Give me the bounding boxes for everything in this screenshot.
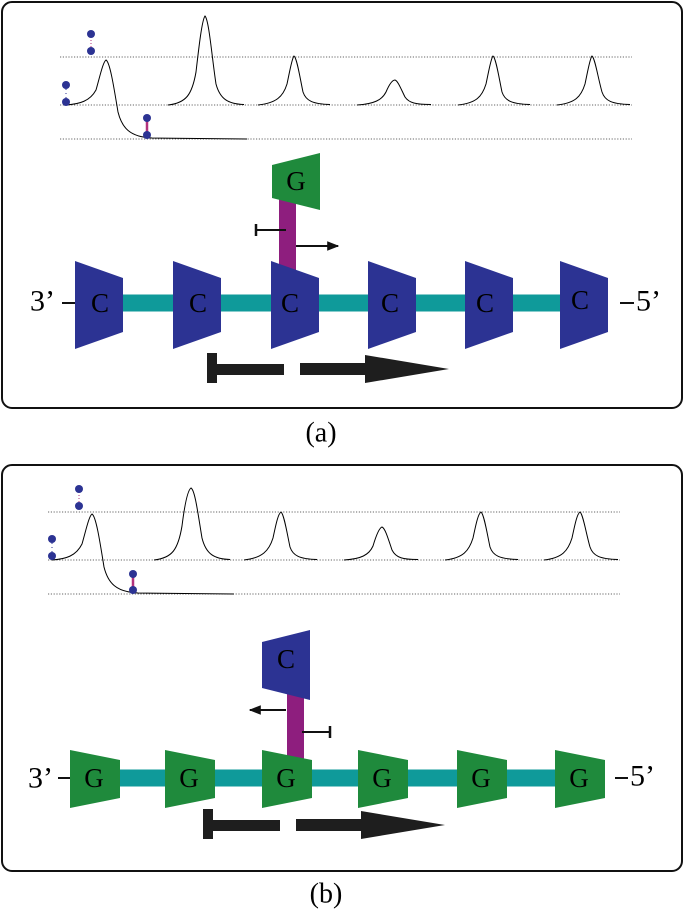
- big-forward-arrow: [296, 811, 445, 839]
- panel-a-flipped-base: G: [254, 153, 340, 274]
- energy-peak-4: [356, 79, 432, 106]
- energy-peak-3: [257, 55, 331, 106]
- strand-base-5-letter: C: [476, 288, 494, 318]
- strand-base-1: [75, 261, 123, 349]
- strand-base-1-letter: G: [84, 763, 104, 793]
- right-end-label: 5’: [630, 760, 655, 793]
- strand-base-5: [457, 750, 507, 808]
- panel-a-strand: 3’ C C C C C C 5’: [30, 261, 661, 349]
- flip-stem: [279, 198, 296, 274]
- molecule-bonded-dots: [129, 570, 137, 594]
- energy-peak-2: [153, 487, 231, 561]
- panel-b-direction-arrows: [203, 809, 445, 839]
- block-cap-left: [207, 353, 217, 383]
- left-end-label: 3’: [28, 762, 53, 795]
- strand-base-4-letter: G: [372, 763, 392, 793]
- strand-base-1-letter: C: [91, 288, 109, 318]
- strand-base-6: [560, 261, 608, 349]
- energy-peak-1: [65, 59, 248, 140]
- panel-a-energy-profile: [60, 15, 632, 140]
- molecule-stacked-dots-left: [48, 535, 56, 560]
- flipped-base-shape: [262, 630, 310, 700]
- panel-a: G 3’ C C C C C C 5’: [1, 1, 683, 409]
- left-end-label: 3’: [30, 285, 55, 318]
- molecule-stacked-dots-top: [87, 30, 95, 55]
- molecule-bonded-dots: [143, 114, 151, 139]
- strand-base-4-letter: C: [381, 288, 399, 318]
- block-cap-left: [203, 809, 213, 839]
- energy-peak-6: [556, 55, 631, 106]
- panel-a-caption: (a): [305, 418, 336, 449]
- flipped-base-letter: C: [277, 644, 295, 674]
- panel-b-caption: (b): [310, 879, 343, 910]
- strand-base-5-letter: G: [471, 763, 491, 793]
- panel-b-energy-profile: [48, 485, 620, 595]
- energy-peak-6: [543, 511, 619, 561]
- big-forward-arrow: [300, 355, 449, 383]
- energy-peak-2: [167, 15, 245, 106]
- energy-peak-1: [51, 513, 235, 595]
- panel-b-frame: [1, 464, 683, 872]
- strand-base-4: [358, 750, 408, 808]
- strand-base-2-letter: C: [189, 288, 207, 318]
- block-bar-left: [207, 364, 284, 375]
- small-inhibit-symbol: [302, 726, 332, 738]
- right-end-label: 5’: [636, 285, 661, 318]
- strand-base-5: [465, 261, 513, 349]
- strand-base-2-letter: G: [179, 763, 199, 793]
- strand-base-4: [368, 261, 416, 349]
- energy-peak-4: [343, 526, 419, 561]
- energy-peak-5: [444, 511, 519, 561]
- strand-base-3-letter: C: [281, 288, 299, 318]
- energy-peak-3: [243, 511, 318, 561]
- molecule-stacked-dots-top: [75, 485, 83, 510]
- strand-base-6-letter: G: [569, 763, 589, 793]
- strand-base-2: [165, 750, 215, 808]
- strand-base-3-letter: G: [276, 763, 296, 793]
- panel-b-flipped-base: C: [248, 630, 332, 760]
- strand-base-6-letter: C: [571, 285, 589, 315]
- flip-stem: [287, 680, 304, 760]
- panel-a-direction-arrows: [207, 353, 449, 383]
- small-inhibit-symbol: [254, 224, 286, 236]
- flipped-base-letter: G: [286, 166, 306, 196]
- strand-base-6: [555, 750, 605, 808]
- panel-b: C 3’ G G G G G G 5’: [1, 464, 683, 872]
- strand-base-1: [70, 750, 120, 808]
- strand-base-3: [271, 261, 319, 349]
- panel-b-strand: 3’ G G G G G G 5’: [28, 750, 655, 808]
- energy-peak-5: [457, 55, 531, 106]
- molecule-stacked-dots-left: [62, 81, 70, 106]
- strand-base-3: [262, 750, 312, 808]
- strand-base-2: [173, 261, 221, 349]
- flipped-base-shape: [272, 153, 320, 210]
- block-bar-left: [203, 820, 280, 831]
